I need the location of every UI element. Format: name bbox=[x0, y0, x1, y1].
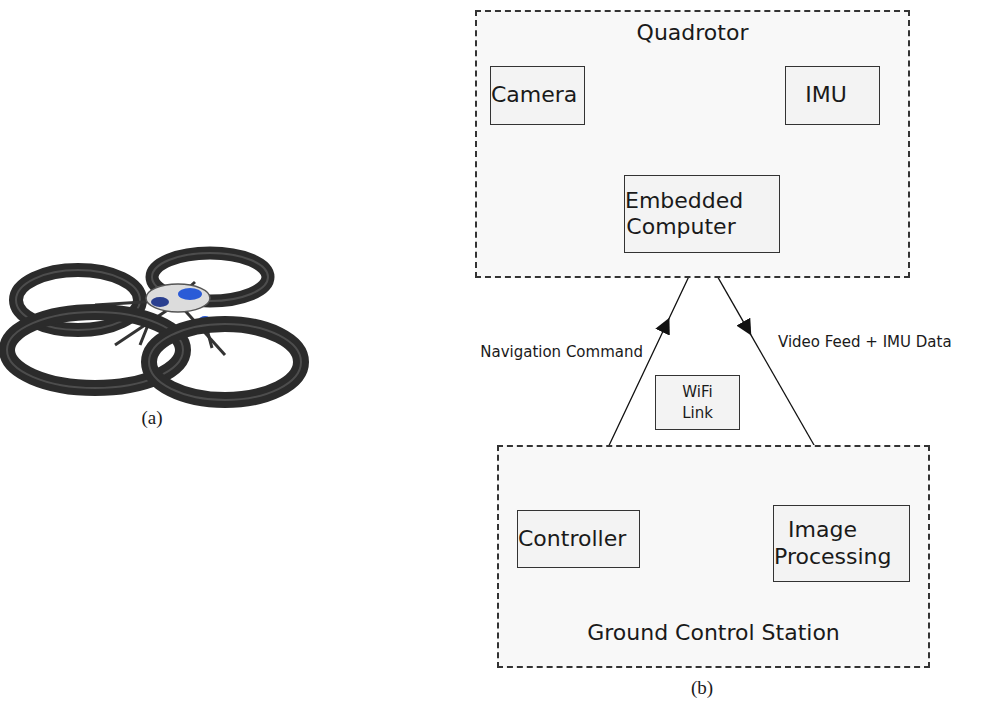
link-box: WiFi Link bbox=[655, 375, 740, 430]
box-label: Image Processing bbox=[774, 517, 871, 570]
box-label: Embedded Computer bbox=[625, 188, 737, 241]
panel-label: (a) bbox=[141, 407, 162, 429]
process-box: Controller bbox=[517, 510, 640, 568]
edge-label: Video Feed + IMU Data bbox=[776, 333, 954, 351]
box-label: IMU bbox=[786, 82, 866, 108]
panel-label: (b) bbox=[691, 677, 713, 699]
process-box: Image Processing bbox=[773, 505, 910, 582]
system-group: QuadrotorCamera IMU Embedded Computer bbox=[475, 10, 910, 278]
component-box: Embedded Computer bbox=[624, 175, 780, 253]
system-group: Ground Control Station Controller Image Pr… bbox=[497, 445, 930, 668]
box-label: Controller bbox=[518, 526, 626, 552]
group-title: Ground Control Station bbox=[499, 620, 928, 646]
box-label: Camera bbox=[491, 82, 571, 108]
edge-label: Navigation Command bbox=[478, 343, 645, 361]
rotor-guard-edge bbox=[149, 324, 301, 400]
component-box: IMU bbox=[785, 66, 880, 125]
component-box: Camera bbox=[490, 66, 585, 125]
rotor-guard bbox=[149, 324, 301, 400]
group-title: Quadrotor bbox=[477, 20, 908, 46]
box-label: WiFi Link bbox=[673, 382, 723, 423]
drone-photo bbox=[7, 253, 301, 400]
